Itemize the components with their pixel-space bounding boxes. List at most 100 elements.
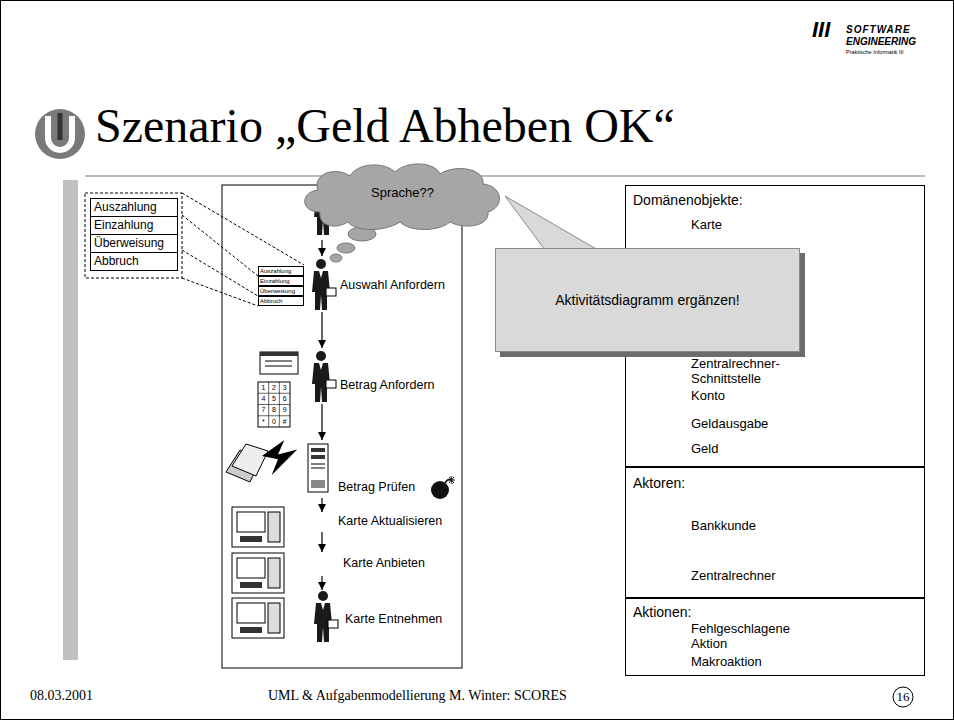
scenario-icons [232,598,284,638]
menu-item-text: Einzahlung [94,219,153,233]
logo [58,113,63,140]
scenario-step-text: Betrag Anfordern [340,378,435,392]
flow-arrow [321,532,322,552]
menu-item: Einzahlung [90,216,178,235]
flow-arrow [321,404,322,440]
note-callout-text: Aktivitätsdiagramm ergänzen! [555,292,739,308]
page-number: 16 [891,688,915,706]
thought-cloud-text: Sprache?? [371,186,434,201]
scenario-icons [232,598,284,638]
leader-lines [182,193,304,306]
scenario-icons [321,240,322,256]
keypad-key: 9 [279,405,290,416]
scenario-icons [258,393,290,394]
scenario-step: Auswahl Anfordern [305,258,460,312]
note-callout: Aktivitätsdiagramm ergänzen! [495,248,800,352]
scenario-icons [312,259,336,310]
scenario-icons [232,507,284,547]
legend-section: Aktoren:BankkundeZentralrechner [625,467,925,598]
logo-text: SOFTWARE [846,24,911,35]
thought-cloud: Sprache?? [300,162,505,230]
scenario-icons [308,444,328,492]
callout-pointer [505,196,598,250]
menu-item-text: Abbruch [94,255,139,269]
keypad-key: 8 [269,405,280,416]
scenario-icons [431,476,455,499]
scenario-step-text: Auswahl Anfordern [340,278,445,292]
mini-menu-item: Auszahlung [258,266,304,276]
menu-frame [85,193,182,278]
keypad-key: 3 [279,382,290,393]
mini-menu-item: Überweisung [258,286,304,296]
scenario-icons [265,366,292,367]
scenario-step: Karte Aktualisieren [305,512,460,532]
scenario-step-text: Karte Entnehmen [345,612,442,626]
cloud-bubbles [330,254,342,262]
scenario-icons [265,361,292,362]
cloud-bubbles [330,227,376,262]
cloud-bubbles [337,243,355,253]
logo [35,109,85,159]
keypad-key: # [279,416,290,427]
scenario-icons [258,404,290,405]
mini-menu-item-text: Auszahlung [260,268,291,275]
menu-item-text: Auszahlung [94,201,157,215]
flow-arrow [321,312,322,348]
legend-section-text: Aktionen: [633,604,691,620]
slide-title: Szenario „Geld Abheben OK“ [95,98,675,154]
scenario-icons [226,184,455,642]
keypad-key: 6 [279,393,290,404]
scenario-panel [222,185,462,668]
scenario-icons [314,591,338,642]
menu-item: Überweisung [90,234,178,253]
footer-text: UML & Aufgabenmodellierung M. Winter: SC… [268,688,567,703]
mini-menu-item-text: Abbruch [260,298,282,305]
footer-date: 08.03.2001 [30,688,93,703]
scenario-step-text: Karte Aktualisieren [338,514,442,528]
keypad-key: 0 [269,416,280,427]
legend-section-text: Makroaktion [691,655,762,670]
mini-menu-item: Einzahlung [258,276,304,286]
logo [35,109,85,159]
scenario-icons [260,352,298,356]
scenario-step-text: Betrag Prüfen [338,480,415,494]
keypad-key: 5 [269,393,280,404]
scenario-icons [232,507,284,547]
legend-section-text: Zentralrechner- Schnittstelle [691,357,811,387]
menu-item: Abbruch [90,252,178,271]
scenario-icons [262,440,297,475]
scenario-step: Betrag Prüfen [305,440,425,498]
flow-arrow [321,498,322,512]
keypad-key: 7 [258,405,269,416]
scenario-step-text: Karte Anbieten [343,556,425,570]
legend-section-text: Domänenobjekte: [633,192,743,208]
scenario-icons [260,352,298,374]
scenario-icons [262,440,297,475]
keypad-key: 4 [258,393,269,404]
legend-section-text: Aktoren: [633,475,685,491]
logo-text: ENGINEERING [846,36,916,47]
legend-section-text: Geld [691,442,718,457]
legend-section-text: Geldausgabe [691,417,768,432]
scenario-icons [232,444,268,476]
scenario-icons [258,415,290,416]
menu-item-text: Überweisung [94,237,164,251]
legend-section-text: Bankkunde [691,519,756,534]
side-bar [63,180,78,660]
scenario-step: Betrag Anfordern [305,348,460,404]
leader-lines [182,278,258,306]
title-rule [85,175,925,177]
mini-menu-item: Abbruch [258,296,304,306]
scenario-icons [312,351,336,402]
cloud-shape [305,164,500,230]
legend-section: Aktionen:Fehlgeschlagene AktionMakroakti… [625,598,925,676]
legend-section-text: Karte [691,218,722,233]
keypad-key: 1 [258,382,269,393]
leader-lines [182,250,258,296]
scenario-icons [232,553,284,593]
scenario-step: Karte Anbieten [305,552,460,576]
keypad-key: 2 [269,382,280,393]
keypad-key: * [258,416,269,427]
